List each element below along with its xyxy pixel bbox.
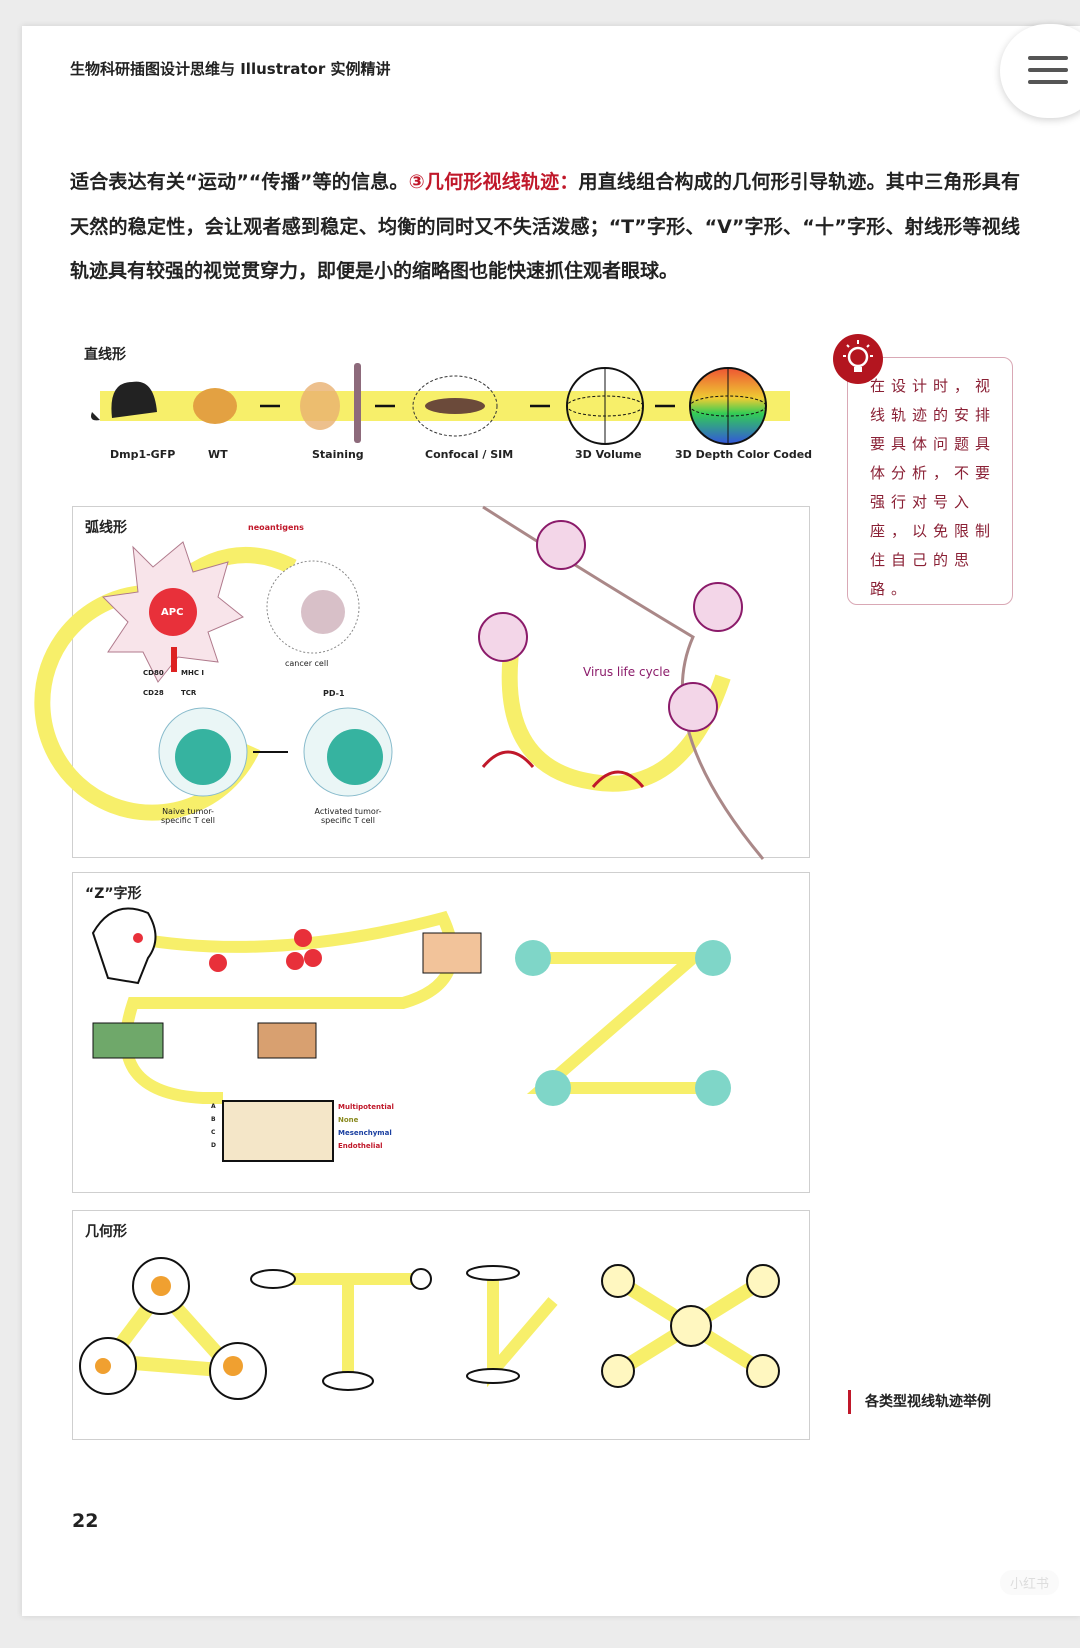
cd80-label: CD80 bbox=[143, 669, 164, 677]
running-header: 生物科研插图设计思维与 Illustrator 实例精讲 bbox=[70, 60, 391, 78]
straight-section: 直线形 Dmp1-GFP WT Staining Confocal / SIM … bbox=[70, 336, 813, 476]
menu-icon-line bbox=[1028, 80, 1068, 84]
para-rest: 用直线组合构成的几何形引导轨迹。其中三角形具有天然的稳定性，会让观者感到稳定、均… bbox=[70, 171, 1020, 282]
section-title: “Z”字形 bbox=[85, 886, 142, 902]
menu-icon bbox=[1028, 56, 1068, 60]
virus-cycle-label: Virus life cycle bbox=[583, 665, 670, 679]
legend-mesenchymal: Mesenchymal bbox=[338, 1129, 392, 1137]
geometric-illustration bbox=[79, 1257, 780, 1400]
row-label: D bbox=[211, 1142, 216, 1149]
row-label: C bbox=[211, 1129, 216, 1136]
neoantigens-label: neoantigens bbox=[248, 523, 304, 532]
naive-cell-label: Naive tumor-specific T cell bbox=[161, 807, 215, 825]
step-label: Confocal / SIM bbox=[425, 448, 514, 461]
step-label: 3D Volume bbox=[575, 448, 642, 461]
step-label: Dmp1-GFP bbox=[110, 448, 176, 461]
section-title: 直线形 bbox=[84, 347, 126, 363]
lightbulb-icon bbox=[833, 334, 883, 384]
menu-button[interactable] bbox=[1000, 24, 1080, 118]
arc-panel: 弧线形 neoantigens APC cancer cell CD80 MHC… bbox=[34, 505, 810, 860]
para-intro: 适合表达有关“运动”“传播”等的信息。 bbox=[70, 171, 409, 193]
apc-label: APC bbox=[161, 607, 184, 618]
tip-note-text: 在设计时，视线轨迹的安排要具体问题具体分析，不要强行对号入座，以免限制住自己的思… bbox=[870, 377, 997, 598]
mhc-label: MHC I bbox=[181, 669, 205, 677]
arc-illustration bbox=[34, 505, 765, 860]
row-label: B bbox=[211, 1116, 216, 1123]
tcr-label: TCR bbox=[181, 689, 197, 697]
step-label: Staining bbox=[312, 448, 364, 461]
section-title: 几何形 bbox=[85, 1224, 127, 1240]
page-number: 22 bbox=[72, 1510, 99, 1532]
figure-caption: 各类型视线轨迹举例 bbox=[848, 1390, 991, 1414]
z-illustration bbox=[91, 907, 731, 1162]
legend-multipotential: Multipotential bbox=[338, 1103, 394, 1111]
para-highlight: ③几何形视线轨迹： bbox=[408, 171, 579, 193]
step-label: 3D Depth Color Coded bbox=[675, 448, 813, 461]
legend-none: None bbox=[338, 1116, 359, 1124]
section-title: 弧线形 bbox=[85, 520, 127, 536]
row-label: A bbox=[211, 1103, 216, 1110]
cd28-label: CD28 bbox=[143, 689, 164, 697]
pd1-label: PD-1 bbox=[323, 689, 345, 698]
activated-cell-label: Activated tumor-specific T cell bbox=[314, 807, 382, 825]
step-label: WT bbox=[208, 448, 228, 461]
geometric-panel: 几何形 bbox=[72, 1210, 810, 1440]
menu-icon-line bbox=[1028, 68, 1068, 72]
tip-note-box: 在设计时，视线轨迹的安排要具体问题具体分析，不要强行对号入座，以免限制住自己的思… bbox=[847, 357, 1013, 605]
straight-illustration bbox=[91, 363, 790, 445]
cancer-cell-label: cancer cell bbox=[285, 659, 329, 668]
body-paragraph: 适合表达有关“运动”“传播”等的信息。③几何形视线轨迹：用直线组合构成的几何形引… bbox=[70, 160, 1020, 294]
legend-endothelial: Endothelial bbox=[338, 1142, 383, 1150]
watermark: 小红书 bbox=[1000, 1570, 1060, 1595]
z-panel: “Z”字形 Multipotential None Mesenchymal En… bbox=[72, 872, 810, 1193]
